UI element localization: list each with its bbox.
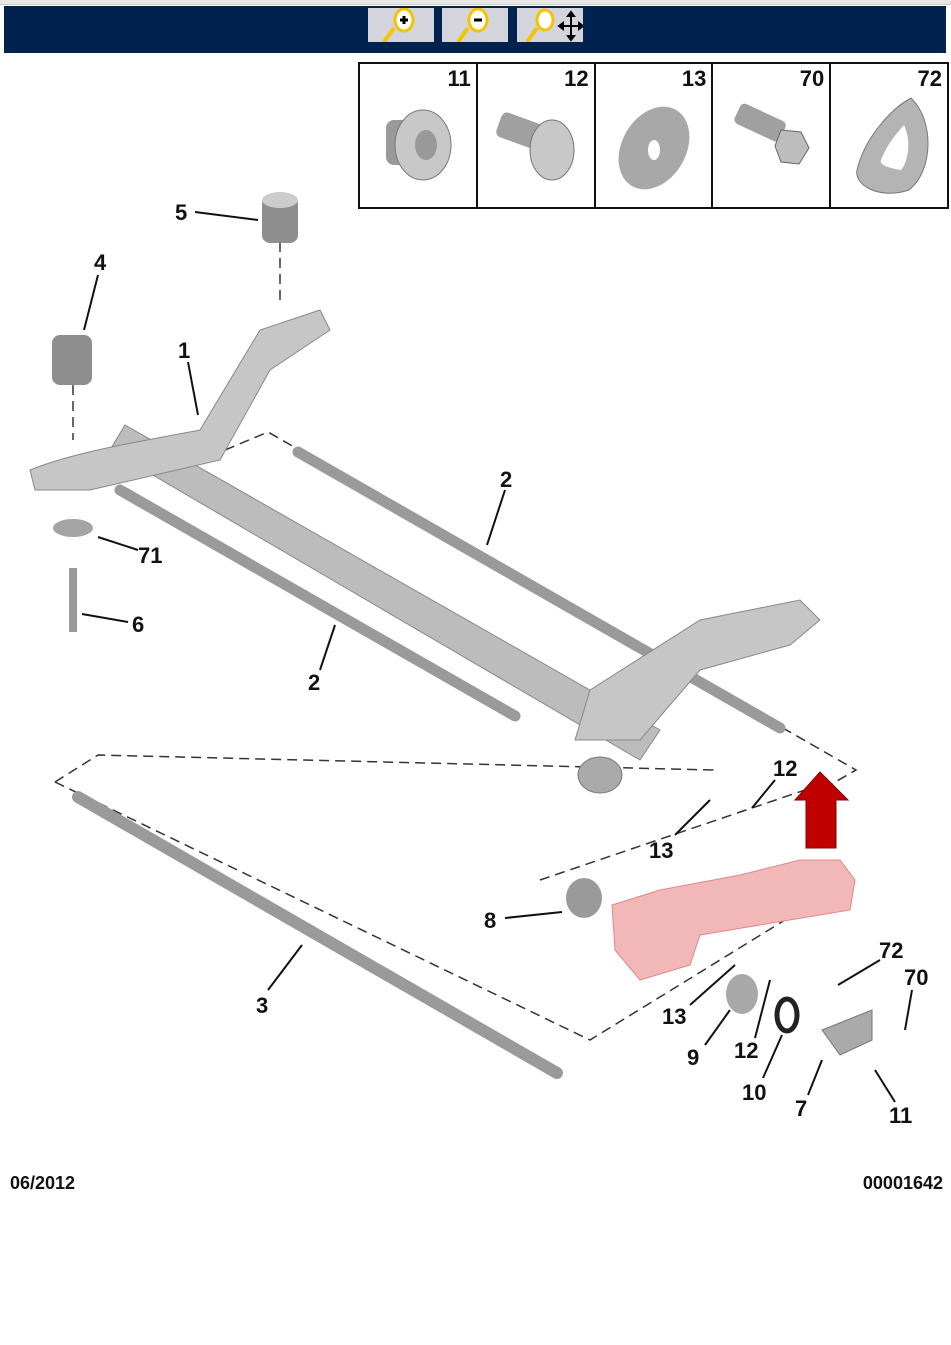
callout-8: 8: [484, 908, 496, 933]
callout-12: 12: [734, 1038, 758, 1063]
zoom-out-icon: [456, 8, 489, 42]
callout-10: 10: [742, 1080, 766, 1105]
callout-1: 1: [178, 338, 190, 363]
zoom-in-button[interactable]: [368, 8, 434, 42]
washer-71: [53, 519, 93, 537]
callout-4: 4: [94, 250, 107, 275]
callout-70: 70: [904, 965, 928, 990]
diagram-code: 00001642: [862, 1173, 943, 1193]
rod-3: [72, 791, 563, 1079]
callout-2: 2: [308, 670, 320, 695]
legend-item-12[interactable]: 12: [478, 64, 596, 207]
browser-top-line: [0, 0, 951, 5]
diagram-date: 06/2012: [10, 1173, 76, 1193]
red-arrow-icon: [793, 771, 850, 849]
hex-bolt-icon: [734, 103, 810, 165]
parts-legend: 11 12 13 70 72: [358, 62, 949, 209]
bearing-8: [566, 878, 602, 918]
callout-13: 13: [662, 1004, 686, 1029]
callout-6: 6: [132, 612, 144, 637]
rod-2-rear: [292, 446, 786, 734]
callout-12: 12: [773, 756, 797, 781]
bushing-4: [52, 335, 92, 385]
zoom-pan-icon: [525, 8, 583, 42]
callout-9: 9: [687, 1045, 699, 1070]
legend-number: 12: [564, 66, 589, 91]
trailing-arm-highlighted: [611, 859, 856, 981]
stub-axle-7: [821, 1009, 873, 1056]
bearing-9: [726, 974, 758, 1014]
legend-number: 13: [681, 66, 707, 91]
bushing-5: [262, 192, 298, 243]
rod-2-front: [114, 484, 521, 722]
legend-item-11[interactable]: 11: [360, 64, 478, 207]
flat-washer-icon: [618, 106, 689, 190]
legend-item-70[interactable]: 70: [713, 64, 832, 207]
callout-13: 13: [649, 838, 673, 863]
callout-71: 71: [138, 543, 162, 568]
legend-number: 70: [799, 66, 825, 91]
legend-number: 11: [447, 66, 471, 91]
zoom-out-button[interactable]: [442, 8, 508, 42]
torx-screw-icon: [496, 112, 575, 181]
toolbar: [4, 6, 946, 53]
callout-leaders: [81, 211, 913, 1103]
seal-10: [774, 996, 800, 1034]
callout-7: 7: [795, 1096, 807, 1121]
legend-item-13[interactable]: 13: [596, 64, 714, 207]
legend-item-72[interactable]: 72: [831, 64, 947, 207]
plug-screw-icon: [386, 109, 452, 181]
callout-2: 2: [500, 467, 512, 492]
callout-11: 11: [889, 1103, 912, 1128]
zoom-in-icon: [382, 8, 415, 42]
legend-number: 72: [917, 66, 942, 91]
callout-3: 3: [256, 993, 268, 1018]
rear-axle-diagram: 5 4 1 2 71 6 2 12 13 8 72 70 3 13 12 9 1…: [29, 192, 928, 1128]
axle-beam-1: [29, 309, 821, 794]
callout-72: 72: [879, 938, 903, 963]
curved-washer-icon: [856, 97, 929, 194]
zoom-pan-button[interactable]: [517, 8, 583, 42]
callout-5: 5: [175, 200, 187, 225]
